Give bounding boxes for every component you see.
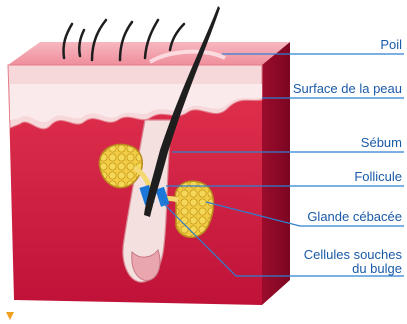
label-sebum: Sébum [361, 136, 402, 150]
label-cellules: Cellules souches du bulge [304, 248, 402, 276]
skin-side-face [262, 42, 290, 305]
label-glande: Glande cébacée [307, 210, 402, 224]
label-cellules-line1: Cellules souches [304, 248, 402, 262]
corner-marker [6, 312, 14, 320]
label-cellules-line2: du bulge [304, 262, 402, 276]
label-follicule: Follicule [354, 170, 402, 184]
sebaceous-gland-left [99, 144, 142, 187]
label-poil: Poil [380, 38, 402, 52]
label-surface: Surface de la peau [293, 82, 402, 96]
